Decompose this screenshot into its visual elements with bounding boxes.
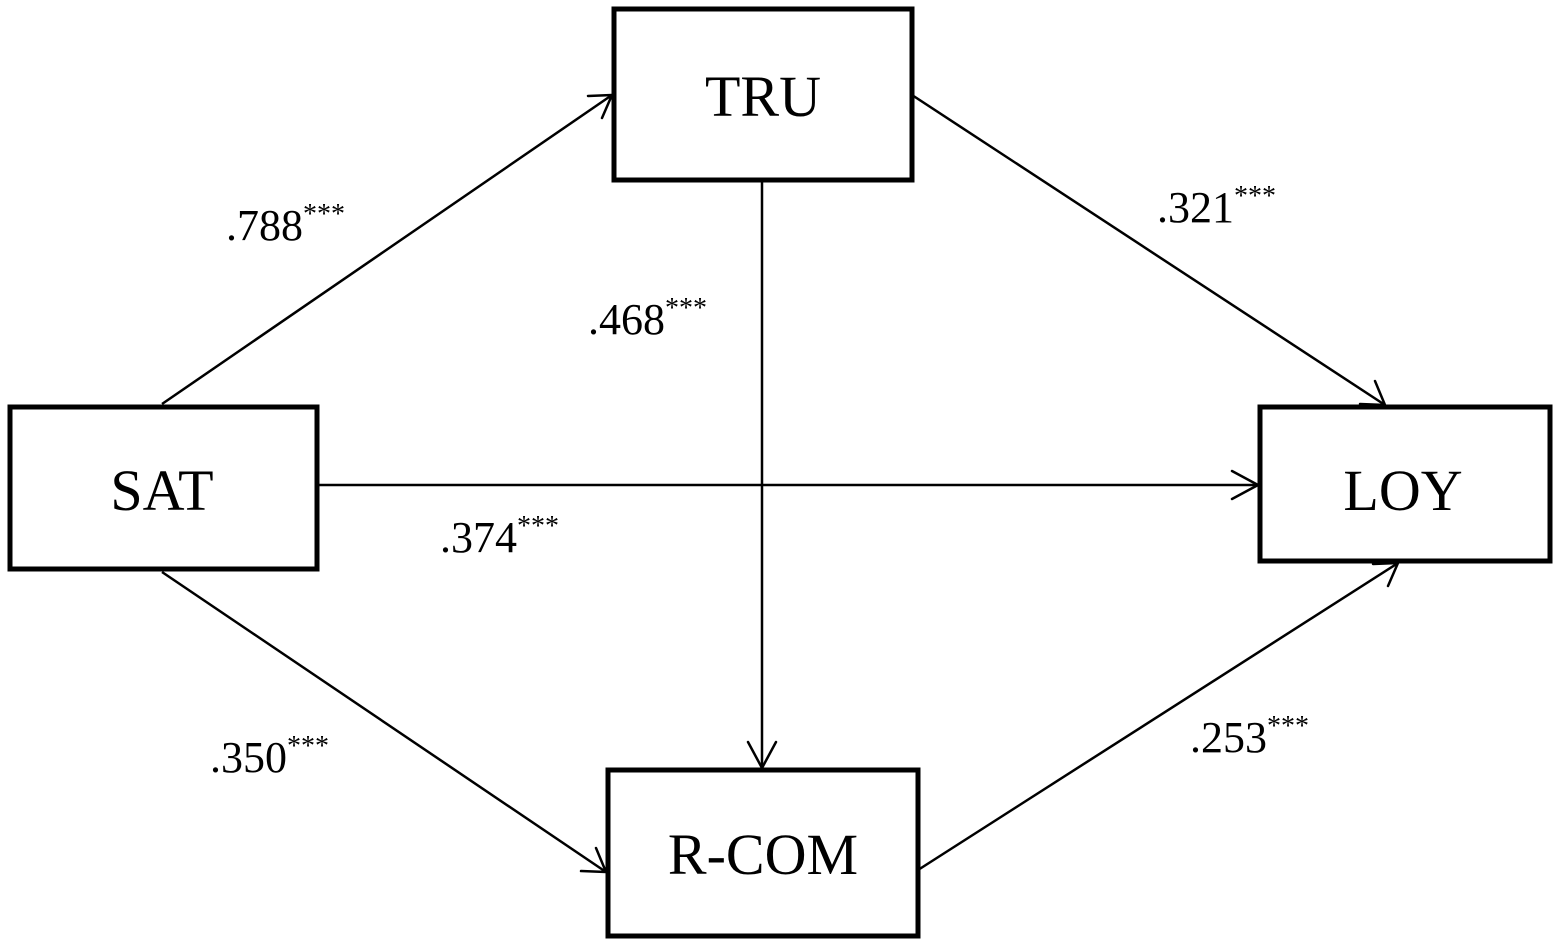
node-loy-box	[1257, 404, 1553, 564]
coef-sat-rcom-value: .350	[210, 733, 287, 782]
coef-rcom-loy-value: .253	[1190, 713, 1267, 762]
node-tru-box	[611, 6, 915, 183]
coef-tru-rcom-value: .468	[588, 295, 665, 344]
coef-tru-loy-significance: ***	[1234, 181, 1276, 212]
coef-sat-tru-significance: ***	[303, 199, 345, 230]
node-sat-label: SAT	[110, 458, 213, 523]
coef-tru-loy: .321***	[1157, 181, 1276, 232]
coef-sat-loy: .374***	[440, 511, 559, 562]
coef-sat-rcom: .350***	[210, 731, 329, 782]
coef-rcom-loy: .253***	[1190, 711, 1309, 762]
coef-sat-tru: .788***	[226, 199, 345, 250]
coef-sat-tru-value: .788	[226, 201, 303, 250]
coef-sat-loy-value: .374	[440, 513, 517, 562]
path-tru-loy-line	[911, 93, 1386, 407]
node-rcom-label: R-COM	[668, 822, 858, 887]
path-sat-tru-line	[161, 93, 613, 406]
coef-sat-loy-significance: ***	[517, 511, 559, 542]
coef-sat-rcom-significance: ***	[287, 731, 329, 762]
coef-tru-rcom: .468***	[588, 293, 707, 344]
coef-rcom-loy-significance: ***	[1267, 711, 1309, 742]
path-sat-rcom-line	[161, 570, 607, 874]
node-rcom: R-COM	[605, 767, 921, 939]
node-tru: TRU	[611, 6, 915, 183]
node-sat-box	[7, 404, 320, 572]
node-sat: SAT	[7, 404, 320, 572]
path-rcom-loy-line	[917, 561, 1399, 872]
node-tru-label: TRU	[705, 64, 821, 129]
node-loy: LOY	[1257, 404, 1553, 564]
coef-tru-loy-value: .321	[1157, 183, 1234, 232]
node-loy-label: LOY	[1343, 458, 1462, 523]
coef-tru-rcom-significance: ***	[665, 293, 707, 324]
node-rcom-box	[605, 767, 921, 939]
